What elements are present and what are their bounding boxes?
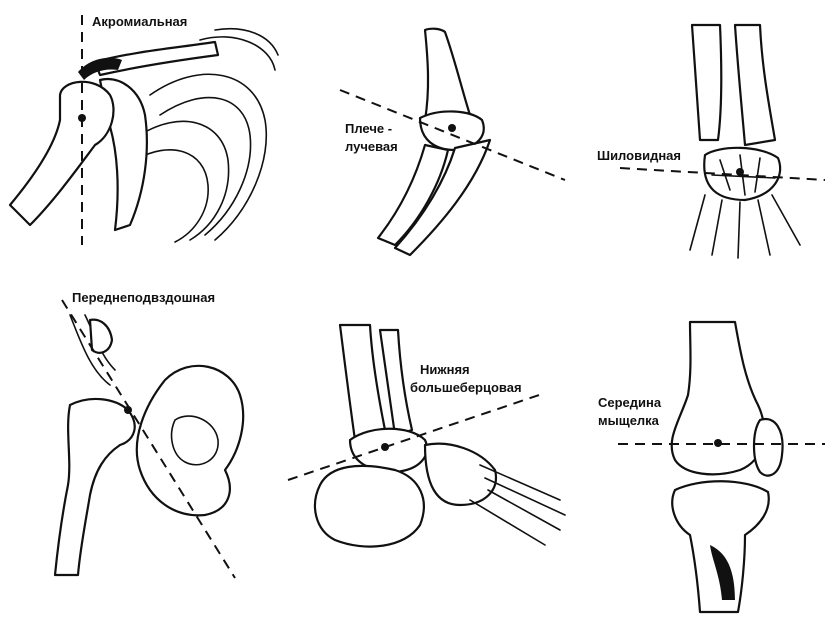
calcaneus bbox=[315, 466, 424, 547]
forearm-radius bbox=[692, 25, 721, 140]
tibia-proximal bbox=[672, 481, 769, 612]
panel-wrist: Шиловидная bbox=[597, 25, 825, 258]
label-ankle-line2: большеберцовая bbox=[410, 380, 522, 395]
elbow-landmark-dot bbox=[448, 124, 456, 132]
label-wrist: Шиловидная bbox=[597, 148, 681, 163]
midfoot bbox=[425, 444, 496, 505]
femur-distal bbox=[672, 322, 765, 474]
acromion bbox=[78, 58, 122, 80]
metacarpals bbox=[690, 195, 800, 258]
panel-hip: Переднеподвздошная bbox=[55, 290, 243, 578]
label-elbow-line2: лучевая bbox=[345, 139, 398, 154]
label-knee-line1: Середина bbox=[598, 395, 662, 410]
forearm-ulna bbox=[735, 25, 775, 145]
pelvis-ring bbox=[137, 366, 243, 515]
humerus-distal bbox=[425, 29, 470, 120]
label-shoulder: Акромиальная bbox=[92, 14, 187, 29]
panel-ankle: Нижняя большеберцовая bbox=[288, 325, 565, 547]
label-knee-line2: мыщелка bbox=[598, 413, 660, 428]
ilium-fragment bbox=[90, 320, 112, 353]
panel-elbow: Плече - лучевая bbox=[340, 29, 565, 255]
tibia bbox=[340, 325, 385, 440]
humerus bbox=[10, 82, 114, 225]
label-hip: Переднеподвздошная bbox=[72, 290, 215, 305]
label-ankle-line1: Нижняя bbox=[420, 362, 470, 377]
label-elbow-line1: Плече - bbox=[345, 121, 392, 136]
fibula bbox=[380, 330, 412, 435]
femur bbox=[55, 399, 135, 575]
panel-knee: Середина мыщелка bbox=[598, 322, 825, 612]
panel-shoulder: Акромиальная bbox=[10, 14, 278, 245]
patella bbox=[754, 419, 783, 476]
